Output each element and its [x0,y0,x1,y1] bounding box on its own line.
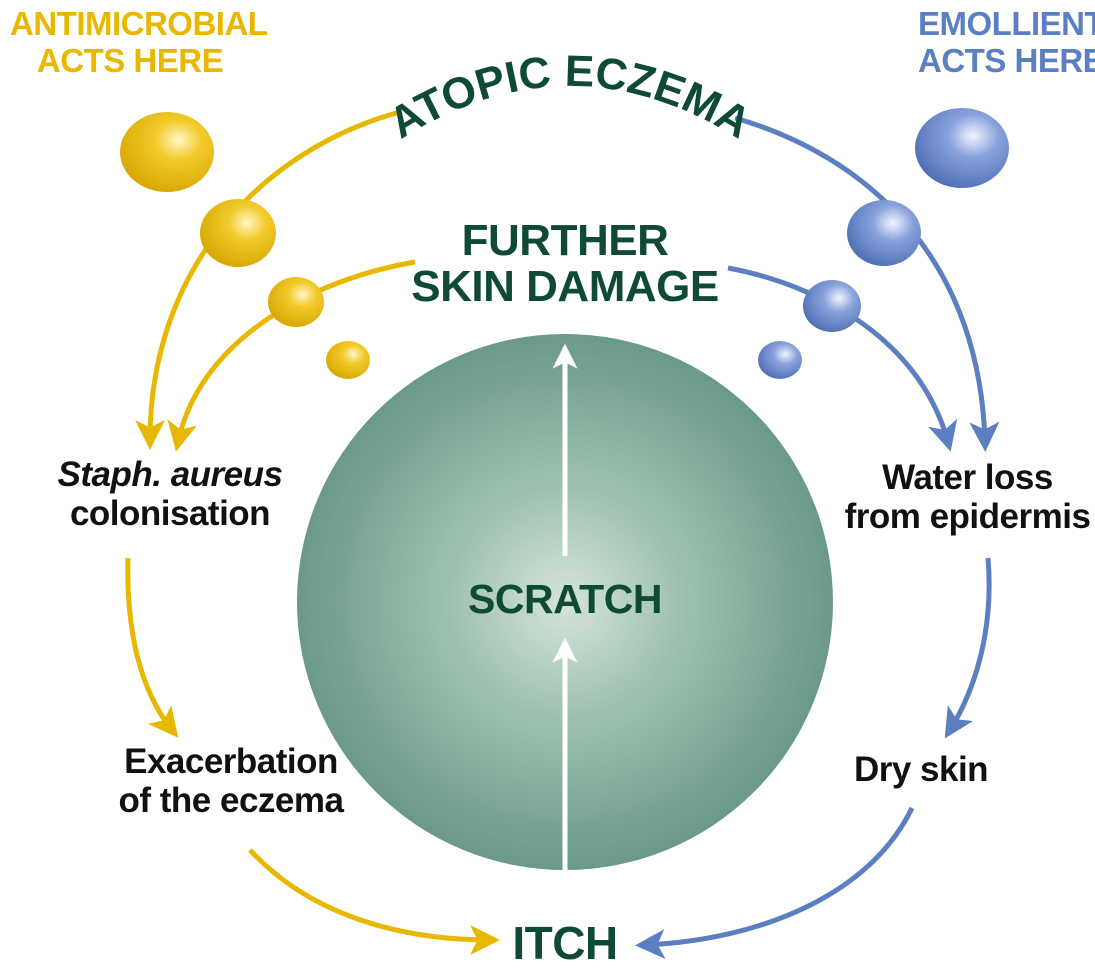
atopic-eczema-title-text: ATOPIC ECZEMA [381,47,759,148]
itch-label: ITCH [480,918,650,969]
dry-skin-node: Dry skin [830,750,1012,789]
antimicrobial-sphere-large [120,112,214,192]
antimicrobial-sphere-tiny [326,341,370,379]
further-skin-damage-line1: FURTHER [400,218,730,264]
emollient-caption-line1: EMOLLIENT [918,6,1094,43]
emollient-sphere-large [915,108,1009,188]
staph-colonisation-node: Staph. aureus colonisation [35,455,305,533]
exacerbation-line2: of the eczema [100,781,362,820]
exacerbation-to-itch-arrow [250,850,490,940]
antimicrobial-sphere-medium [200,199,276,267]
further-skin-damage-line2: SKIN DAMAGE [400,264,730,310]
further-skin-damage-label: FURTHER SKIN DAMAGE [400,218,730,310]
emollient-sphere-small [803,280,861,332]
atopic-eczema-title: ATOPIC ECZEMA [381,47,759,148]
antimicrobial-caption-line2: ACTS HERE [10,43,250,80]
water-loss-to-dry-skin-arrow [950,558,989,730]
staph-aureus-text: Staph. aureus [35,455,305,494]
scratch-label: SCRATCH [415,577,715,623]
antimicrobial-sphere-small [268,277,324,327]
emollient-caption-line2: ACTS HERE [918,43,1094,80]
emollient-sphere-medium [847,200,921,266]
exacerbation-node: Exacerbation of the eczema [100,742,362,820]
antimicrobial-caption: ANTIMICROBIAL ACTS HERE [10,6,250,80]
colonisation-text: colonisation [35,494,305,533]
antimicrobial-caption-line1: ANTIMICROBIAL [10,6,250,43]
water-loss-node: Water loss from epidermis [840,458,1095,536]
water-loss-line2: from epidermis [840,497,1095,536]
emollient-sphere-tiny [758,341,802,379]
staph-to-exacerbation-arrow [128,558,172,730]
exacerbation-line1: Exacerbation [100,742,362,781]
water-loss-line1: Water loss [840,458,1095,497]
emollient-caption: EMOLLIENT ACTS HERE [918,6,1094,80]
